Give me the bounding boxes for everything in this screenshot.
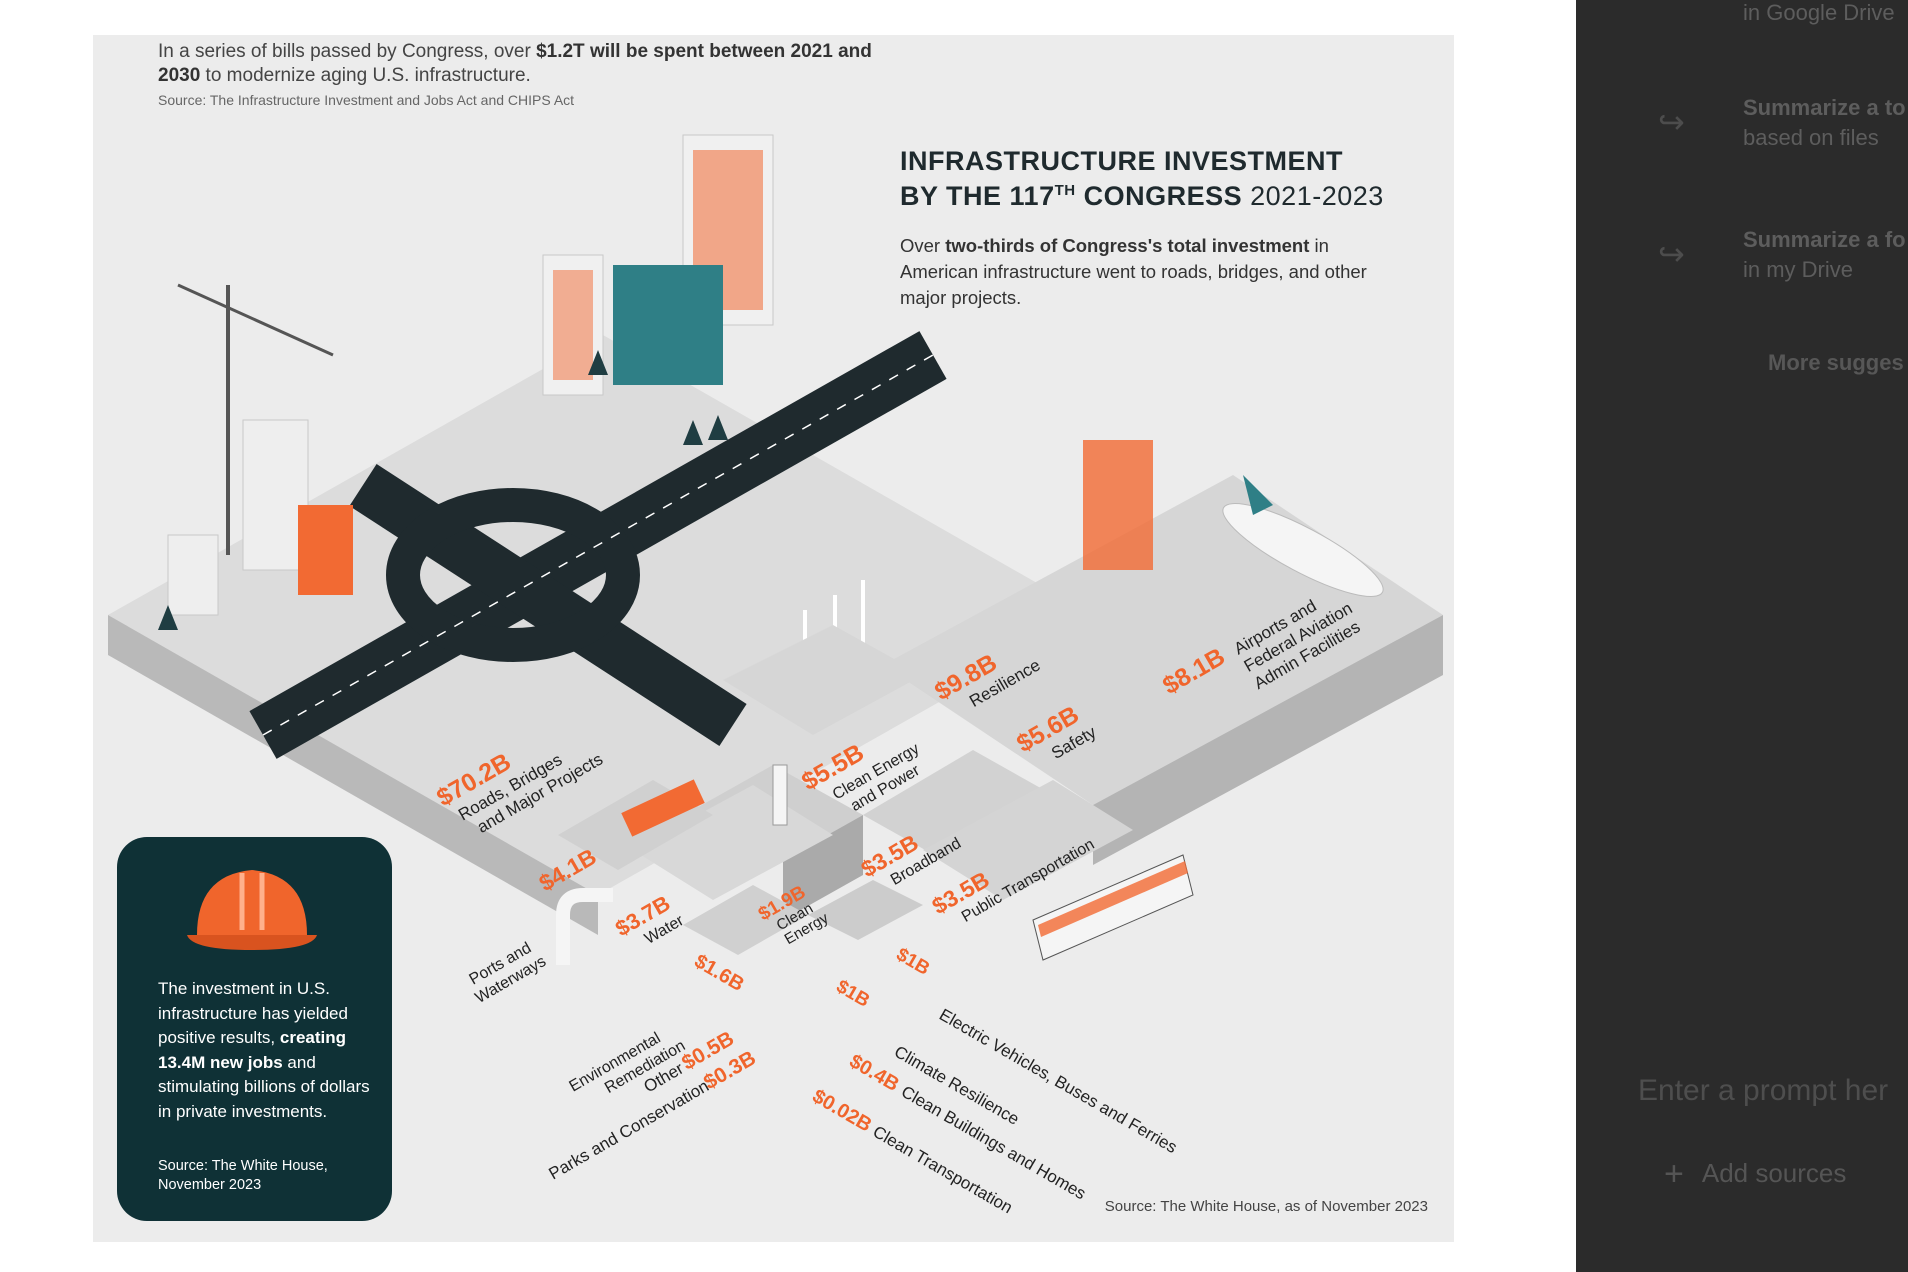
- hard-hat-icon: [187, 870, 317, 950]
- item-water: $3.7B Water: [611, 890, 687, 947]
- intro-bold: $1.2T will be spent between 2021 and 203…: [158, 41, 872, 86]
- tree: [588, 350, 608, 375]
- drain-pipe: [556, 888, 613, 965]
- plus-icon: +: [1664, 1155, 1684, 1193]
- item-climate-amount: $1B: [833, 976, 874, 1012]
- suggestion-1[interactable]: ↪ Summarize a to based on files: [1576, 95, 1908, 165]
- platform-left-side: [108, 615, 598, 935]
- block-clean-power: [723, 625, 923, 735]
- office-windows: [553, 270, 593, 380]
- intro-post: to modernize aging U.S. infrastructure.: [200, 65, 531, 86]
- title-post: CONGRESS: [1075, 181, 1243, 211]
- title-pre: BY THE 117: [900, 181, 1055, 211]
- reply-arrow-icon: ↪: [1658, 236, 1685, 272]
- block-climate: [808, 880, 923, 940]
- title-years: 2021-2023: [1250, 181, 1384, 211]
- item-ev-amount: $1B: [893, 944, 934, 980]
- amount: $1.6B: [691, 950, 748, 996]
- prompt-input[interactable]: Enter a prompt her: [1638, 1074, 1889, 1107]
- title-sup: TH: [1054, 182, 1076, 199]
- label-line-1: Parks and Conservation: [546, 1076, 713, 1183]
- crane-boom: [177, 283, 334, 357]
- callout-source: Source: The White House, November 2023: [158, 1158, 328, 1193]
- suggestion-line-2: based on files: [1743, 125, 1879, 150]
- block-public-transport: [923, 780, 1133, 900]
- interchange-loop: [386, 488, 640, 662]
- resilience-building: [1083, 440, 1153, 570]
- isometric-illustration: $70.2B Roads, Bridges and Major Projects…: [108, 134, 1443, 1217]
- water-pipe: [772, 764, 788, 826]
- cargo-ship: [621, 779, 705, 837]
- tree: [683, 420, 703, 445]
- infographic: In a series of bills passed by Congress,…: [93, 35, 1454, 1242]
- block-safety: [973, 625, 1173, 735]
- title-line-2: BY THE 117TH CONGRESS 2021-2023: [900, 181, 1384, 212]
- suggestion-line-1: Summarize a fo: [1743, 227, 1906, 252]
- suggestion-2[interactable]: ↪ Summarize a fo in my Drive: [1576, 227, 1908, 297]
- callout-text: The investment in U.S. infrastructure ha…: [158, 977, 378, 1124]
- title-line-1: INFRASTRUCTURE INVESTMENT: [900, 146, 1343, 176]
- amount: $1B: [833, 976, 874, 1012]
- amount: $0.02B: [809, 1085, 876, 1136]
- add-sources-label: Add sources: [1701, 1158, 1847, 1188]
- callout-post: and stimulating billions of dollars in p…: [158, 1052, 370, 1121]
- crane-building: [242, 419, 309, 571]
- more-suggestions-button[interactable]: More sugges: [1768, 350, 1904, 375]
- image-viewer: In a series of bills passed by Congress,…: [93, 35, 1454, 1242]
- block-env-remediation: [683, 885, 808, 955]
- amount: $1B: [893, 944, 934, 980]
- airplane-tail: [1243, 475, 1273, 515]
- bus-stripe: [1038, 861, 1188, 937]
- right-platform-side: [1093, 615, 1443, 865]
- airplane: [1222, 502, 1384, 598]
- teal-building: [613, 265, 723, 385]
- intro-source: Source: The Infrastructure Investment an…: [158, 92, 575, 108]
- subtitle-post: in American infrastructure went to roads…: [900, 235, 1367, 308]
- intro-text: In a series of bills passed by Congress,…: [158, 40, 878, 88]
- reply-arrow-icon: ↪: [1658, 104, 1685, 140]
- add-sources-button[interactable]: + Add sources: [1664, 1155, 1846, 1194]
- callout-bold: creating 13.4M new jobs: [158, 1028, 347, 1072]
- block-broadband: [863, 750, 1053, 860]
- suggestion-line-2: in Google Drive: [1743, 0, 1895, 25]
- bottom-source: Source: The White House, as of November …: [1104, 1198, 1428, 1215]
- side-panel: in Google Drive ↪ Summarize a to based o…: [1576, 0, 1908, 1272]
- item-ports-label: Ports and Waterways: [467, 939, 550, 1006]
- orange-building: [298, 505, 353, 595]
- suggestion-line-2: in my Drive: [1743, 257, 1854, 282]
- subtitle-pre: Over: [900, 235, 946, 256]
- jobs-callout-box: The investment in U.S. infrastructure ha…: [117, 837, 392, 1221]
- road-lane-marks: [262, 354, 934, 736]
- suggestion-line-1: Summarize a to: [1743, 95, 1906, 120]
- item-env-amount: $1.6B: [691, 950, 748, 996]
- intro-pre: In a series of bills passed by Congress,…: [158, 41, 537, 62]
- callout-pre: The investment in U.S. infrastructure ha…: [158, 979, 348, 1047]
- tree: [708, 415, 728, 440]
- tree: [158, 605, 178, 630]
- subtitle: Over two-thirds of Congress's total inve…: [900, 233, 1390, 311]
- block-side: [783, 815, 863, 920]
- small-building: [167, 534, 219, 616]
- subtitle-bold: two-thirds of Congress's total investmen…: [945, 235, 1310, 256]
- suggestion-0[interactable]: in Google Drive: [1576, 0, 1908, 30]
